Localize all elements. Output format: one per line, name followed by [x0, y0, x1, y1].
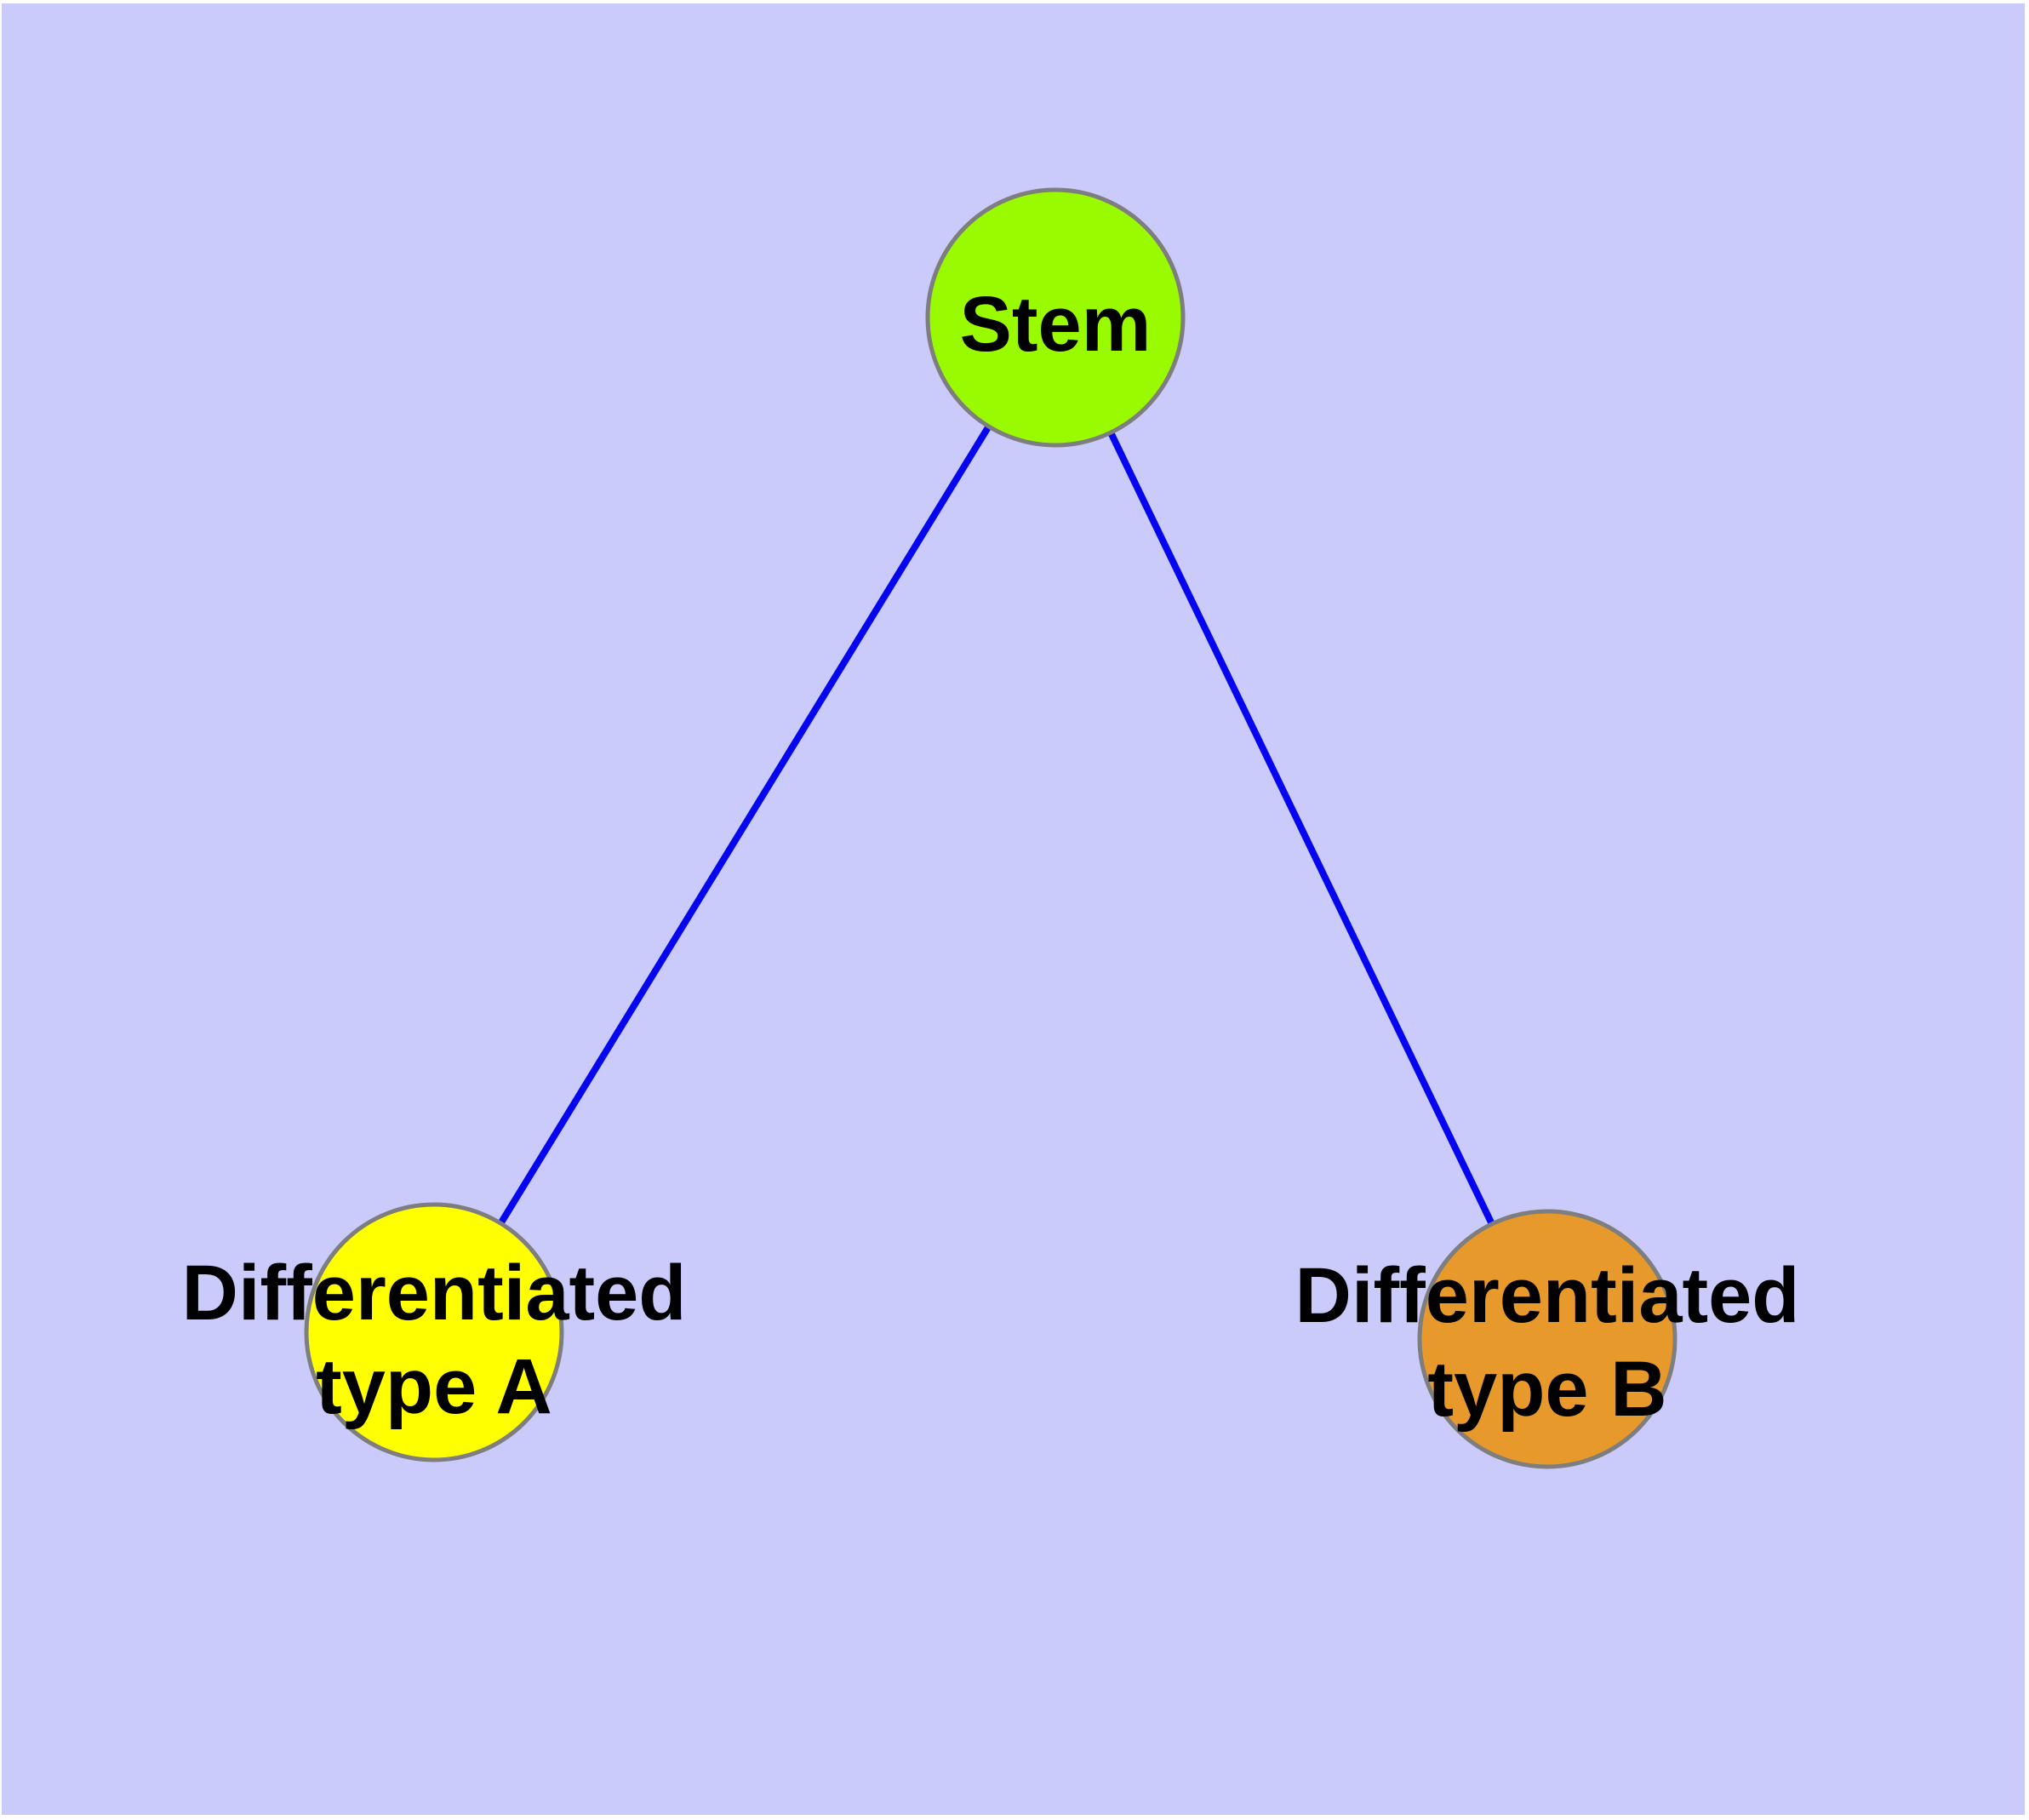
node-stem-label: Stem [960, 281, 1152, 368]
edge-group [431, 314, 1551, 1342]
edge-stem-to-type-b [1052, 314, 1551, 1342]
node-type-a-label-line1: Differentiated [182, 1250, 687, 1336]
node-type-b-label-line1: Differentiated [1295, 1252, 1800, 1339]
node-differentiated-type-a [304, 1202, 564, 1462]
node-differentiated-type-b [1417, 1209, 1677, 1469]
node-stem [925, 187, 1186, 448]
node-type-a-label-line2: type A [316, 1343, 552, 1430]
edge-stem-to-type-a [431, 314, 1059, 1336]
node-type-b-label-line2: type B [1427, 1346, 1666, 1433]
node-group [304, 187, 1677, 1469]
label-group: Stem Differentiated type A Differentiate… [182, 281, 1800, 1433]
